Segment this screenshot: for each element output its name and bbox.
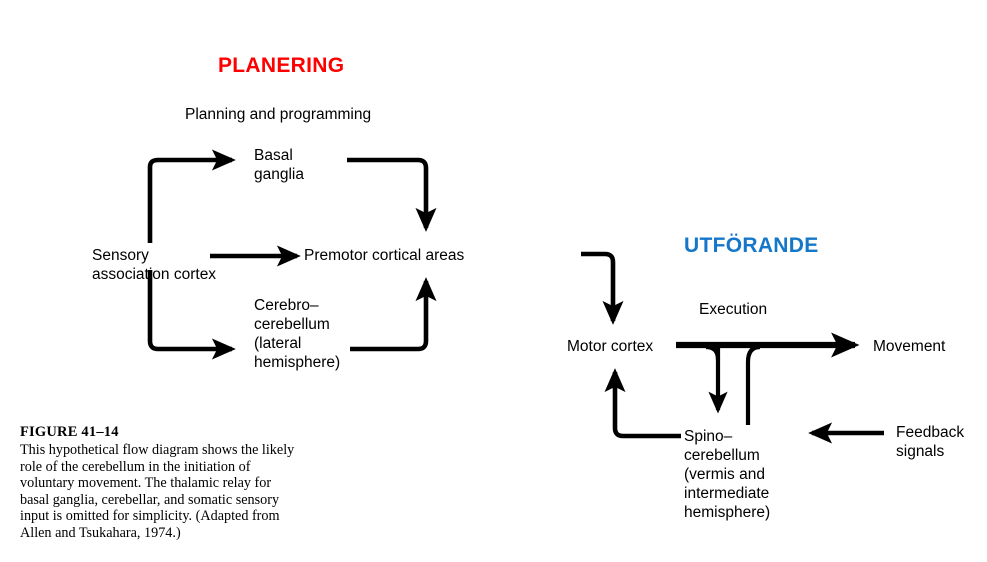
node-motor-cortex: Motor cortex xyxy=(567,338,654,355)
node-spino-cerebellum: Spino– cerebellum (vermis and intermedia… xyxy=(684,428,771,521)
edge-premotor-to-motor-cortex xyxy=(581,251,624,325)
node-sensory-association-cortex: Sensory association cortex xyxy=(92,247,217,283)
label-execution: Execution xyxy=(699,301,768,318)
edge-motor-output-branch-corner xyxy=(705,344,721,361)
node-cerebro-cerebellum: Cerebro– cerebellum (lateral hemisphere) xyxy=(254,297,341,371)
heading-planering: PLANERING xyxy=(218,54,345,77)
label-planning-and-programming: Planning and programming xyxy=(185,106,372,123)
node-premotor-cortical-areas: Premotor cortical areas xyxy=(304,247,465,264)
edge-sensory-to-cerebro-cerebellum xyxy=(147,270,236,360)
edge-spino-cerebellum-to-motor-cortex xyxy=(604,368,681,439)
node-movement: Movement xyxy=(873,338,946,355)
edge-sensory-to-basal-ganglia xyxy=(147,149,236,243)
heading-utforande: UTFÖRANDE xyxy=(684,234,819,257)
edge-basal-ganglia-to-premotor xyxy=(347,157,437,232)
node-basal-ganglia: Basal ganglia xyxy=(254,147,304,183)
edge-spino-cerebellum-to-movement-pathway xyxy=(745,344,761,425)
figure-caption: FIGURE 41–14 This hypothetical flow diag… xyxy=(20,424,300,542)
node-feedback-signals: Feedback signals xyxy=(896,424,965,460)
figure-caption-body: This hypothetical flow diagram shows the… xyxy=(20,442,295,541)
figure-caption-title: FIGURE 41–14 xyxy=(20,424,119,440)
edge-cerebro-cerebellum-to-premotor xyxy=(350,277,437,352)
